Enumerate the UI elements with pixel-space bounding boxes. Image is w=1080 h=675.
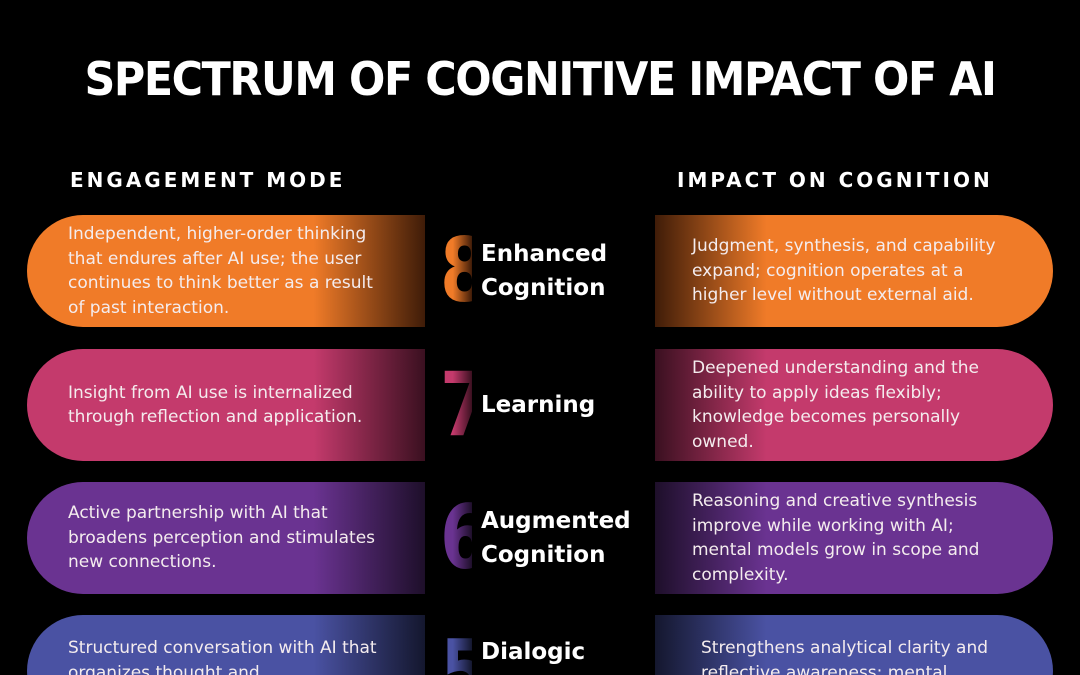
level-row-7: Insight from AI use is internalized thro… (0, 349, 1080, 461)
level-number: 6 (440, 486, 489, 589)
level-marker: 7 Learning (440, 349, 650, 461)
level-label: Dialogic (481, 639, 586, 665)
impact-text: Deepened understanding and the ability t… (692, 358, 979, 452)
engagement-card: Independent, higher-order thinking that … (27, 215, 425, 327)
impact-card: Reasoning and creative synthesis improve… (655, 482, 1053, 594)
engagement-text: Insight from AI use is internalized thro… (68, 382, 363, 428)
impact-card: Judgment, synthesis, and capability expa… (655, 215, 1053, 327)
engagement-card: Insight from AI use is internalized thro… (27, 349, 425, 461)
impact-on-cognition-header: IMPACT ON COGNITION (677, 168, 993, 192)
level-row-5: Structured conversation with AI that org… (0, 615, 1080, 675)
impact-text: Reasoning and creative synthesis improve… (692, 491, 980, 585)
level-row-6: Active partnership with AI that broadens… (0, 482, 1080, 594)
level-number: 7 (440, 353, 489, 456)
level-label: Augmented Cognition (481, 508, 631, 568)
level-label: Learning (481, 392, 596, 418)
impact-text: Judgment, synthesis, and capability expa… (692, 236, 996, 306)
level-row-8: Independent, higher-order thinking that … (0, 215, 1080, 327)
impact-text: Strengthens analytical clarity and refle… (701, 638, 989, 675)
level-marker: 8 Enhanced Cognition (440, 215, 650, 327)
engagement-mode-header: ENGAGEMENT MODE (70, 168, 346, 192)
level-number: 5 (440, 629, 489, 675)
level-marker: 6 Augmented Cognition (440, 482, 650, 594)
level-marker: 5 Dialogic (440, 615, 650, 675)
engagement-text: Active partnership with AI that broadens… (68, 503, 376, 573)
page-title: SPECTRUM OF COGNITIVE IMPACT OF AI (84, 52, 996, 106)
engagement-text: Independent, higher-order thinking that … (68, 224, 373, 318)
engagement-card: Active partnership with AI that broadens… (27, 482, 425, 594)
level-number: 8 (440, 219, 489, 322)
impact-card: Strengthens analytical clarity and refle… (655, 615, 1053, 675)
impact-card: Deepened understanding and the ability t… (655, 349, 1053, 461)
level-label: Enhanced Cognition (481, 241, 608, 301)
engagement-card: Structured conversation with AI that org… (27, 615, 425, 675)
engagement-text: Structured conversation with AI that org… (68, 638, 377, 675)
